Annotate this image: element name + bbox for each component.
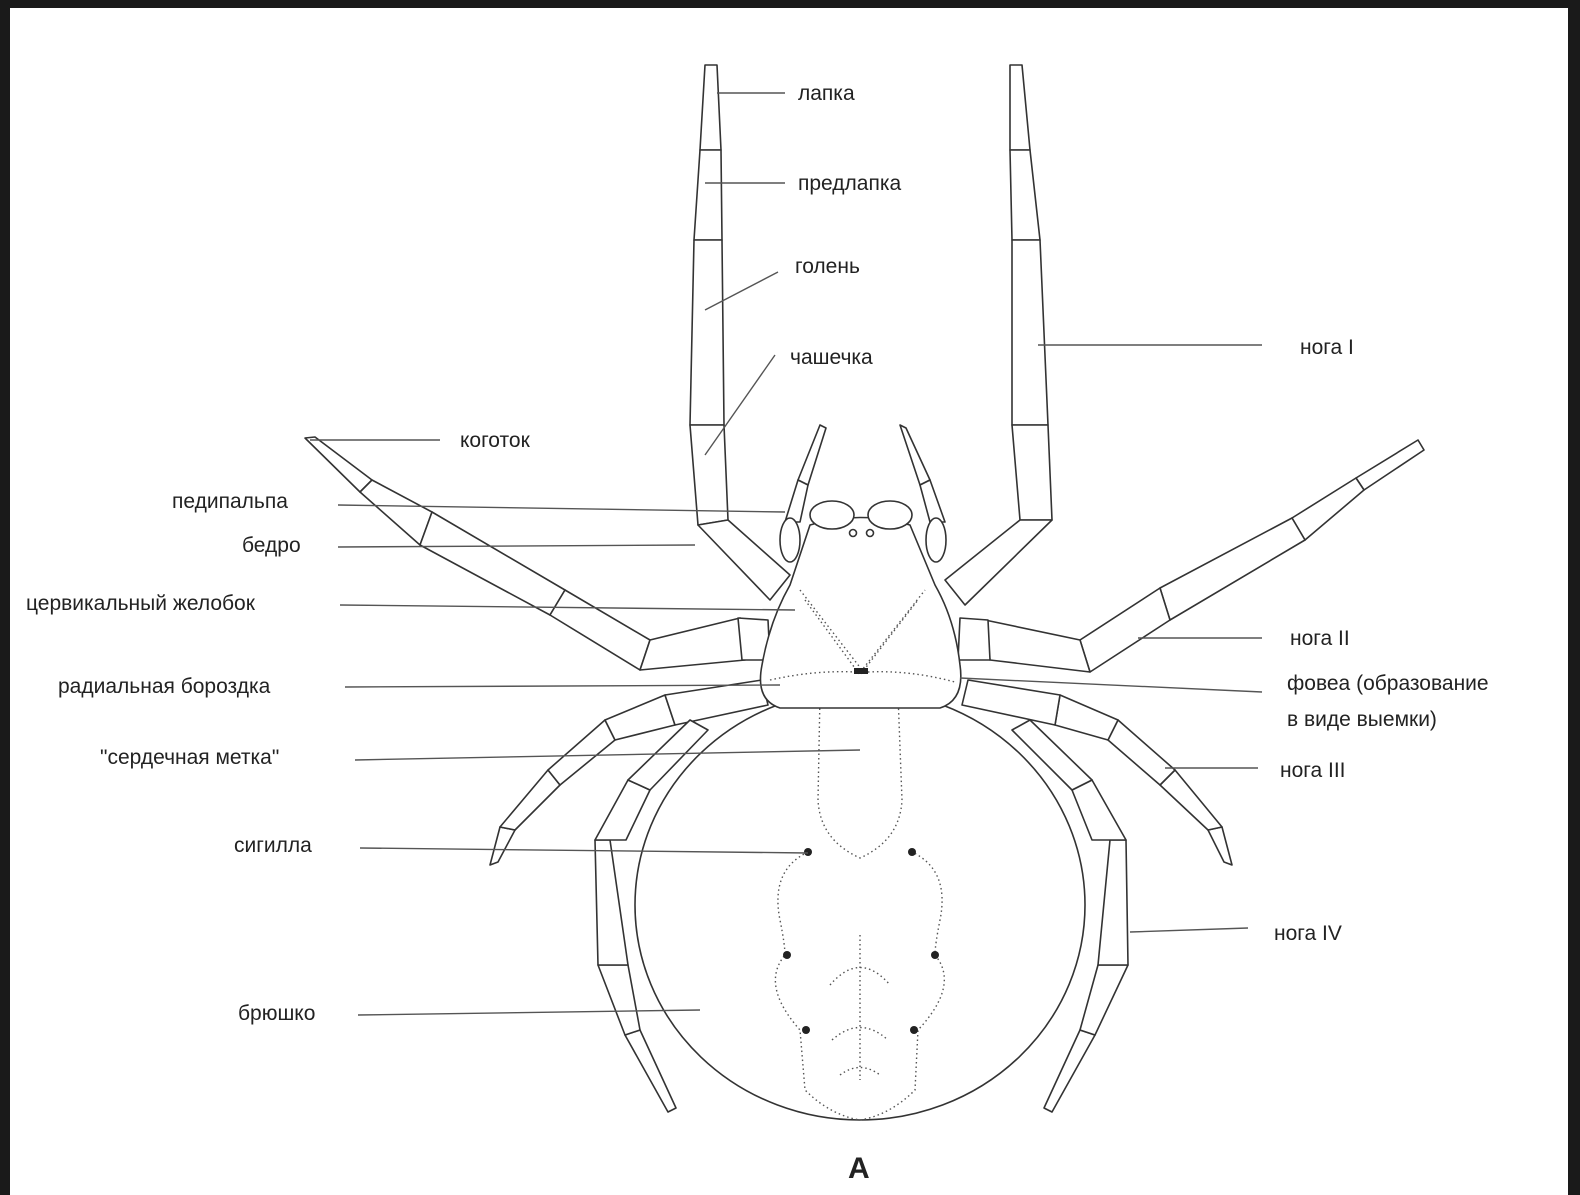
leg-1-right [945, 65, 1052, 605]
label-leg-1: нога I [1300, 336, 1354, 359]
label-heart-mark: "сердечная метка" [100, 746, 279, 769]
label-fovea-line-1: фовеа (образование [1287, 672, 1489, 695]
label-bedro: бедро [242, 534, 301, 557]
label-pedipalpa: педипальпа [172, 490, 288, 513]
figure-letter: A [848, 1152, 870, 1185]
label-leg-3: нога III [1280, 759, 1346, 782]
label-radial-groove: радиальная бороздка [58, 675, 271, 698]
label-abdomen: брюшко [238, 1002, 315, 1025]
label-kogotok: коготок [460, 429, 531, 452]
label-leg-2: нога II [1290, 627, 1350, 650]
label-golen: голень [795, 255, 860, 278]
label-leg-4: нога IV [1274, 922, 1342, 945]
label-fovea-line-2: в виде выемки) [1287, 708, 1437, 731]
label-cervical-groove: цервикальный желобок [26, 592, 256, 615]
abdomen [635, 690, 1085, 1120]
label-lapka: лапка [798, 82, 855, 105]
label-predlapka: предлапка [798, 172, 901, 195]
label-chashechka: чашечка [790, 346, 873, 369]
label-sigilla: сигилла [234, 834, 312, 857]
leg-1-left [690, 65, 790, 600]
